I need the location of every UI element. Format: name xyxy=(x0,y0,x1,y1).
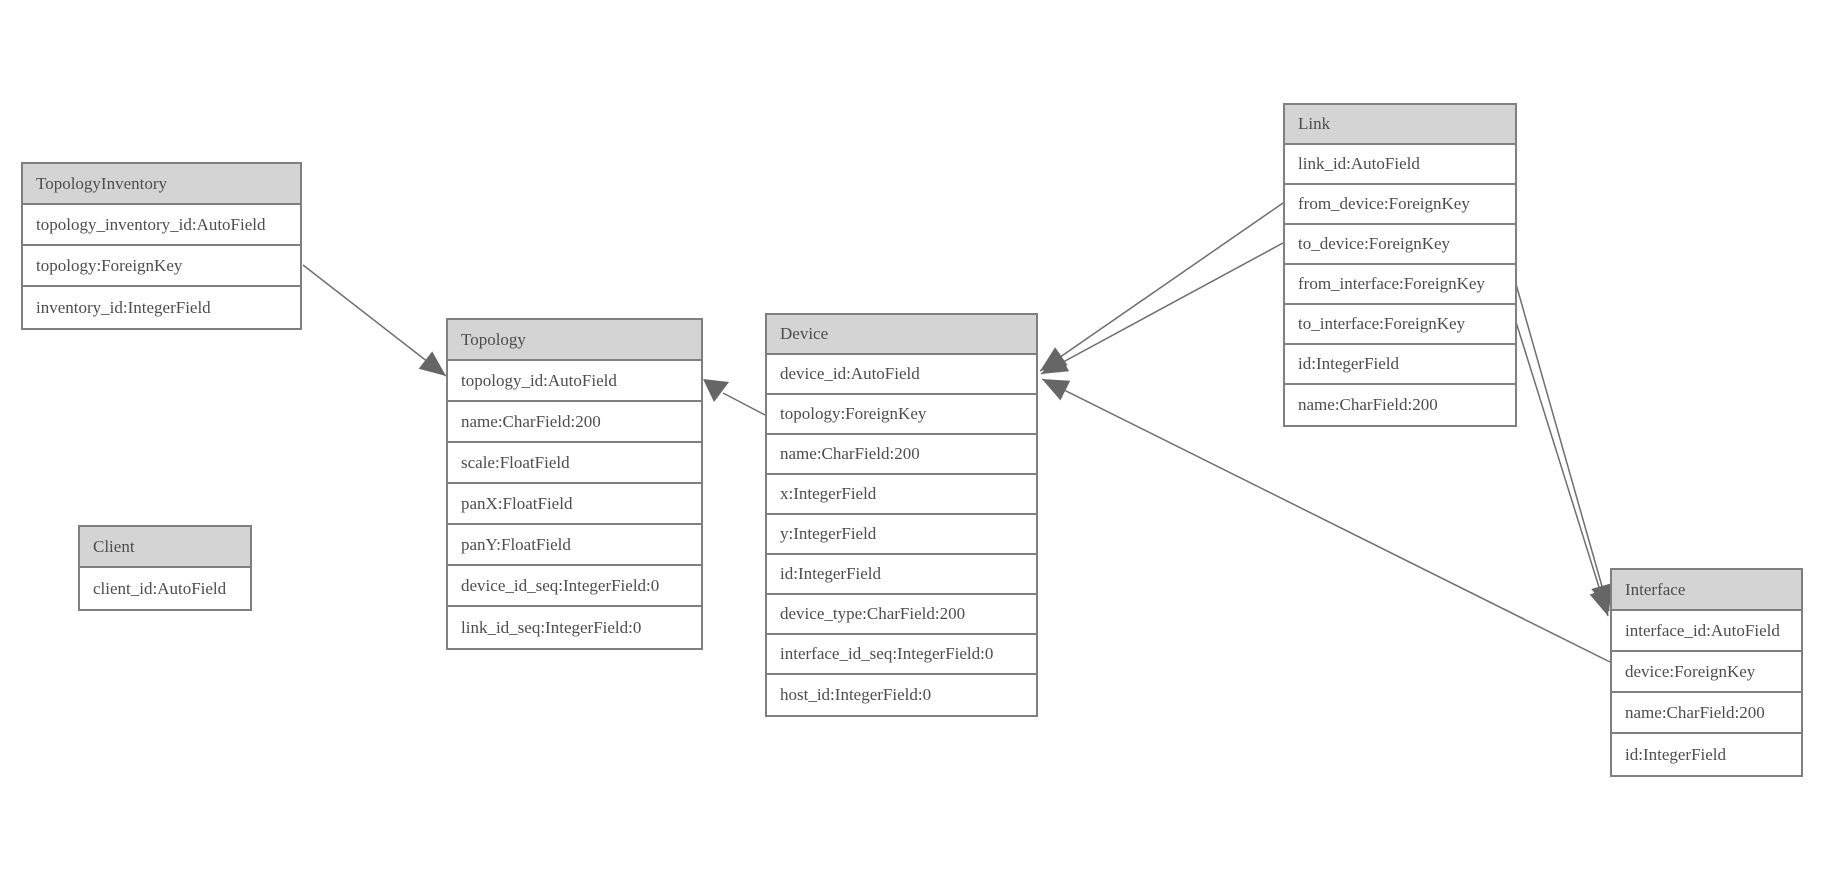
entity-device-title: Device xyxy=(767,315,1036,355)
entity-device-field-device_id: device_id:AutoField xyxy=(767,355,1036,395)
entity-topology-inventory-field-inventory_id: inventory_id:IntegerField xyxy=(23,287,300,328)
entity-topology-field-link_id_seq: link_id_seq:IntegerField:0 xyxy=(448,607,701,648)
connector-link-from-interface xyxy=(1515,283,1610,612)
entity-link-title: Link xyxy=(1285,105,1515,145)
entity-client-field-client_id: client_id:AutoField xyxy=(80,568,250,609)
entity-device-field-host_id: host_id:IntegerField:0 xyxy=(767,675,1036,715)
entity-link-field-to_interface: to_interface:ForeignKey xyxy=(1285,305,1515,345)
entity-device-field-name: name:CharField:200 xyxy=(767,435,1036,475)
entity-topology-field-scale: scale:FloatField xyxy=(448,443,701,484)
entity-topology-field-panX: panX:FloatField xyxy=(448,484,701,525)
connector-interface-device xyxy=(1041,378,1611,663)
entity-topology-inventory-field-topology: topology:ForeignKey xyxy=(23,246,300,287)
entity-interface-field-device: device:ForeignKey xyxy=(1612,652,1801,693)
entity-link-field-link_id: link_id:AutoField xyxy=(1285,145,1515,185)
entity-interface-field-name: name:CharField:200 xyxy=(1612,693,1801,734)
entity-topology-field-topology_id: topology_id:AutoField xyxy=(448,361,701,402)
connector-device-topology xyxy=(722,392,766,416)
entity-topology-field-device_id_seq: device_id_seq:IntegerField:0 xyxy=(448,566,701,607)
entity-topology-field-name: name:CharField:200 xyxy=(448,402,701,443)
entity-interface-field-interface_id: interface_id:AutoField xyxy=(1612,611,1801,652)
entity-device-field-x: x:IntegerField xyxy=(767,475,1036,515)
arrowhead-topologyinventory-topology xyxy=(418,351,446,376)
entity-device-field-y: y:IntegerField xyxy=(767,515,1036,555)
entity-client-title: Client xyxy=(80,527,250,568)
entity-topology-inventory-title: TopologyInventory xyxy=(23,164,300,205)
entity-device-field-device_type: device_type:CharField:200 xyxy=(767,595,1036,635)
entity-topology-inventory-field-topology_inventory_id: topology_inventory_id:AutoField xyxy=(23,205,300,246)
arrowhead-link-to-interface xyxy=(1589,587,1611,616)
entity-link-field-id: id:IntegerField xyxy=(1285,345,1515,385)
entity-device-field-topology: topology:ForeignKey xyxy=(767,395,1036,435)
entity-topology-field-panY: panY:FloatField xyxy=(448,525,701,566)
entity-link-field-from_device: from_device:ForeignKey xyxy=(1285,185,1515,225)
entity-device-field-id: id:IntegerField xyxy=(767,555,1036,595)
arrowhead-link-to-device xyxy=(1041,351,1070,374)
entity-device-field-interface_id_seq: interface_id_seq:IntegerField:0 xyxy=(767,635,1036,675)
arrowhead-device-topology xyxy=(703,379,729,402)
entity-link-field-name: name:CharField:200 xyxy=(1285,385,1515,425)
connector-topologyinventory-topology xyxy=(302,264,447,377)
connector-link-to-device xyxy=(1040,242,1284,375)
entity-interface-title: Interface xyxy=(1612,570,1801,611)
entity-topology-title: Topology xyxy=(448,320,701,361)
entity-link-field-to_device: to_device:ForeignKey xyxy=(1285,225,1515,265)
connector-link-to-interface xyxy=(1515,321,1609,617)
connector-link-from-device xyxy=(1039,202,1284,372)
arrowhead-interface-device xyxy=(1042,379,1071,401)
entity-link-field-from_interface: from_interface:ForeignKey xyxy=(1285,265,1515,305)
entity-interface-field-id: id:IntegerField xyxy=(1612,734,1801,775)
